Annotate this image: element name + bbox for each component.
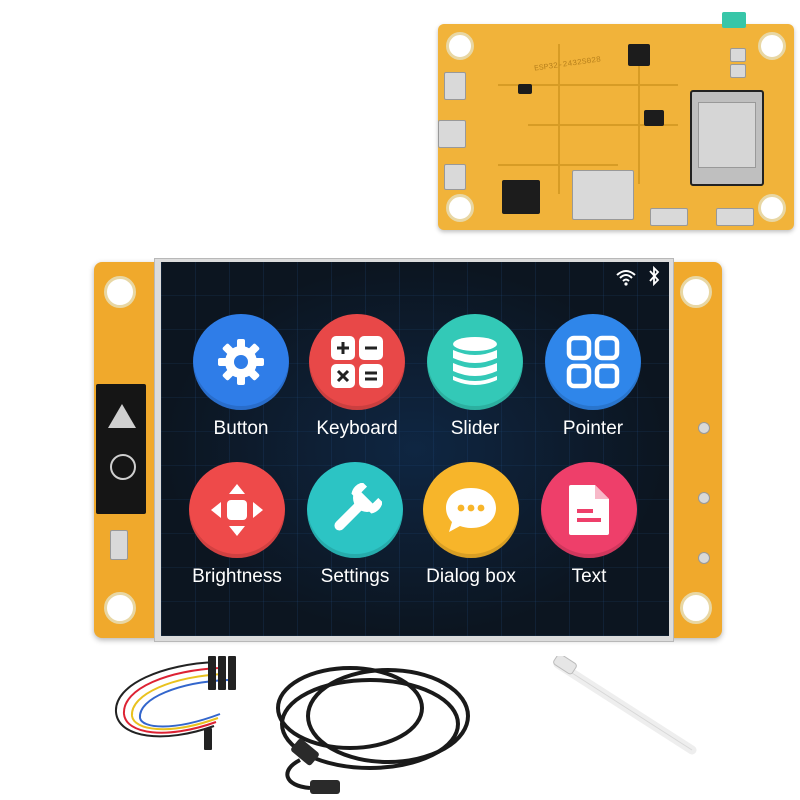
touch-stylus — [553, 656, 697, 755]
dpad-icon — [189, 462, 285, 558]
jst-connector — [650, 208, 688, 226]
flex-cable-label — [96, 384, 146, 514]
connector — [444, 72, 466, 100]
reset-button — [730, 48, 746, 62]
app-button[interactable]: Button — [185, 314, 297, 440]
micro-usb-port — [444, 164, 466, 190]
app-slider[interactable]: Slider — [419, 314, 531, 440]
document-icon — [541, 462, 637, 558]
app-label: Dialog box — [426, 566, 516, 587]
app-pointer[interactable]: Pointer — [537, 314, 649, 440]
app-dialog-box[interactable]: Dialog box — [415, 462, 527, 588]
touch-screen[interactable]: Button Keyboard Slider — [161, 262, 669, 636]
grid-icon — [545, 314, 641, 410]
silkscreen-text: ESP32-2432S028 — [533, 55, 602, 74]
app-label: Slider — [450, 418, 500, 439]
connector — [110, 530, 128, 560]
app-settings[interactable]: Settings — [299, 462, 411, 588]
mount-hole — [104, 592, 136, 624]
boot-button — [730, 64, 746, 78]
database-icon — [427, 314, 523, 410]
dev-board-back: ESP32-2432S028 — [438, 12, 794, 230]
app-label: Keyboard — [316, 418, 398, 439]
mount-hole — [680, 276, 712, 308]
app-keyboard[interactable]: Keyboard — [301, 314, 413, 440]
ic-chip — [644, 110, 664, 126]
app-label: Text — [571, 566, 607, 587]
app-text[interactable]: Text — [533, 462, 645, 588]
wifi-icon — [616, 270, 636, 286]
mount-hole — [104, 276, 136, 308]
app-brightness[interactable]: Brightness — [181, 462, 293, 588]
gear-icon — [193, 314, 289, 410]
app-label: Brightness — [192, 566, 282, 587]
app-label: Pointer — [562, 418, 624, 439]
mount-hole — [758, 32, 786, 60]
mount-hole — [680, 592, 712, 624]
sd-card-slot — [572, 170, 634, 220]
ic-chip — [628, 44, 650, 66]
jumper-wire-cable — [114, 656, 236, 750]
app-label: Button — [213, 418, 269, 439]
ic-chip — [518, 84, 532, 94]
mount-hole — [446, 32, 474, 60]
mount-hole — [446, 194, 474, 222]
esp32-module — [690, 90, 764, 186]
app-label: Settings — [320, 566, 390, 587]
jst-connector — [716, 208, 754, 226]
bluetooth-icon — [649, 266, 660, 286]
mount-hole — [758, 194, 786, 222]
usb-c-cable — [276, 666, 470, 794]
usb-c-port — [438, 120, 466, 148]
ic-chip — [502, 180, 540, 214]
chat-icon — [423, 462, 519, 558]
green-tab — [722, 12, 746, 28]
calculator-icon — [309, 314, 405, 410]
wrench-icon — [307, 462, 403, 558]
